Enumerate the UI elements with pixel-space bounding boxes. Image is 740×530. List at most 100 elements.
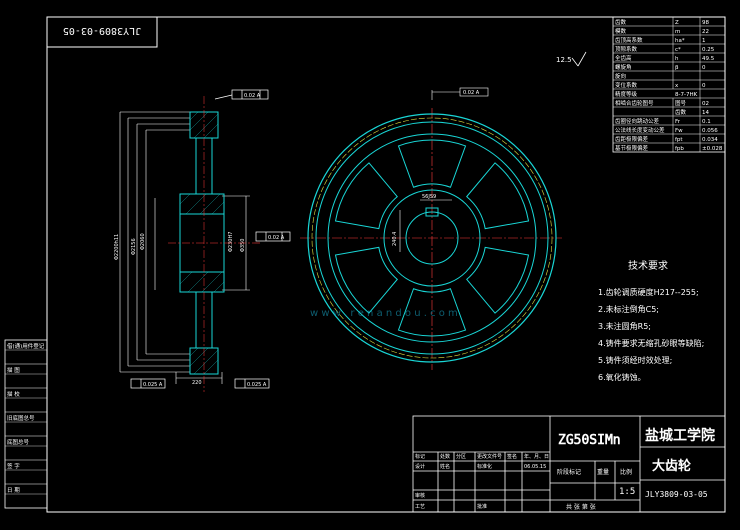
spoke-window [397,139,467,188]
title-block-cell: 批准 [477,503,487,510]
spoke-window [466,246,530,314]
param-value: 0 [702,65,706,71]
title-block-cell: 工艺 [415,504,425,510]
section-view: Φ2200h11 Φ2156 Φ2060 Φ350 Φ230H7 220 0.0… [114,89,291,392]
param-value: ±0.028 [702,146,723,152]
param-name: 精度等级 [615,90,638,98]
dim-rim: Φ2060 [140,233,146,250]
front-view: 56JS9 240.4 0.02 A [300,87,562,370]
left-strip-label: 签 字 [7,462,20,470]
tech-req-item: 6.氧化铸蚀。 [598,372,646,382]
tech-req-title: 技术要求 [628,259,668,272]
spoke-window [397,288,467,337]
param-symbol: m [675,29,680,35]
param-name: 齿距极限偏差 [615,135,649,143]
dim-od: Φ2200h11 [114,234,120,260]
dim-keyway: 56JS9 [422,194,436,200]
part-name: 大齿轮 [652,458,691,474]
material-label: ZG50SIMn [558,433,621,448]
param-value: 98 [702,20,709,26]
param-symbol: Fw [675,128,683,134]
param-value: 22 [702,29,709,35]
param-symbol: Z [675,20,679,26]
tol-frame-2: 0.025 A [143,382,163,388]
param-value: 0.056 [702,128,718,134]
param-value: 02 [702,101,709,107]
param-name: 齿顶高系数 [615,36,643,44]
roughness-symbol: 12.5 [556,51,587,67]
param-name: 公法线长度变动公差 [615,126,665,134]
param-value: 1 [702,38,706,44]
params-table-frame [612,16,726,153]
param-symbol: fpt [675,137,683,143]
left-strip-label: 描 图 [7,366,20,374]
param-value: 8-7-7HK [675,92,698,98]
tech-req-item: 3.未注圆角R5; [598,321,651,331]
param-symbol: c* [675,47,681,53]
title-block-cell: 设计 [415,463,425,470]
title-block-cell: 06.05.15 [524,464,546,470]
drawing-no: JLY3809-03-05 [645,490,708,499]
param-value: 0.1 [702,119,711,125]
title-block-cell: 标记 [415,453,425,460]
param-name: 顶隙系数 [615,45,638,53]
sheet-text: 共 张 第 张 [566,503,596,511]
tech-req-item: 4.铸件要求无缩孔砂眼等缺陷; [598,338,704,348]
dim-hub: Φ350 [240,239,246,252]
param-name: 变位系数 [615,81,638,89]
param-symbol: h [675,56,679,62]
tol-frame-3: 0.025 A [247,382,267,388]
title-block-cell: 处数 [440,453,450,460]
drawing-border [46,16,726,513]
left-strip-label: 日 期 [7,487,20,494]
spoke-window [466,162,530,230]
tech-req-item: 5.铸件须经时效处理; [598,355,672,365]
dim-width: 220 [192,380,202,386]
param-value: 0.25 [702,47,715,53]
left-strip-label: 底图总号 [7,438,30,446]
tol-frame-front: 0.02 A [463,90,480,96]
spoke-window [334,246,398,314]
svg-text:12.5: 12.5 [556,56,572,64]
param-value: 0 [702,83,706,89]
drawing-code-box: JLY3809-03-05 [46,16,158,48]
tech-req-item: 1.齿轮调质硬度H217--255; [598,287,699,297]
param-name: 齿圈径向跳动公差 [615,117,660,125]
param-name: 旋向 [615,72,626,80]
param-symbol: Fr [675,119,681,125]
param-symbol: 图号 [675,99,687,107]
param-symbol: 齿数 [675,108,687,116]
param-symbol: ha* [675,38,685,44]
title-block [412,415,726,513]
left-strip-label: 借(通)用件登记 [7,342,45,350]
drawing-code-rotated: JLY3809-03-05 [63,25,141,36]
tol-frame-1: 0.02 A [244,93,261,99]
left-strip-label: 描 校 [7,390,20,398]
tech-req-item: 2.未标注倒角C5; [598,304,659,314]
param-name: 模数 [615,27,627,35]
param-value: 0.034 [702,137,718,143]
title-block-cell: 分区 [456,453,466,460]
param-name: 齿数 [615,18,627,26]
dim-pitch: Φ2156 [131,238,137,255]
tech-requirements: 技术要求 1.齿轮调质硬度H217--255; 2.未标注倒角C5; 3.未注圆角R… [598,259,704,382]
left-strip-frame [4,339,48,509]
title-block-text: ZG50SIMn 盐城工学院 大齿轮 JLY3809-03-05 阶段标记 重量… [415,427,715,511]
scale-value: 1:5 [619,487,635,497]
param-symbol: β [675,65,679,71]
title-block-cell: 审核 [415,492,425,499]
param-symbol: fpb [675,146,684,152]
dim-key-depth: 240.4 [392,232,398,246]
title-block-cell: 签名 [507,453,517,460]
school-name: 盐城工学院 [645,427,715,444]
title-block-cell: 姓名 [440,463,450,470]
param-symbol: x [675,83,679,89]
param-name: 相啮合齿轮图号 [615,99,654,107]
title-block-cell: 标准化 [477,463,492,470]
watermark: w w w . r e n a n d o u . c o m [310,308,458,319]
param-value: 49.5 [702,56,715,62]
title-block-cell: 更改文件号 [477,453,502,460]
param-name: 基节极限偏差 [615,144,649,152]
tol-frame-4: 0.02 A [268,235,285,241]
